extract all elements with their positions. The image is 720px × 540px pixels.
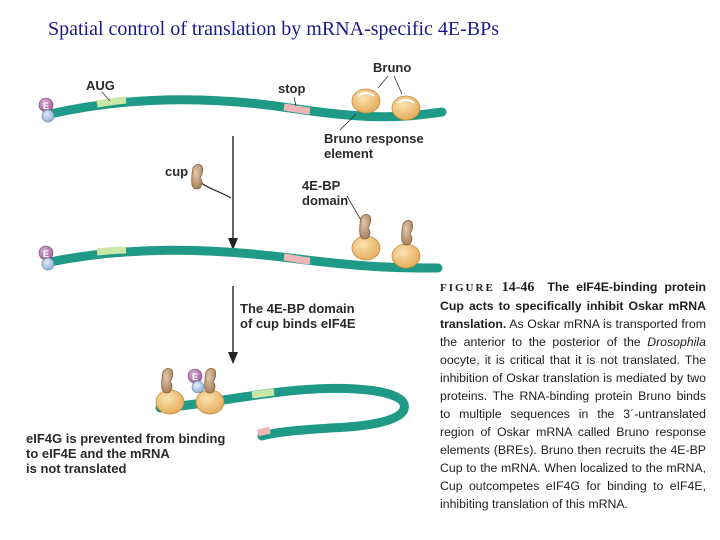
leader-stop (293, 96, 297, 107)
svg-text:E: E (43, 101, 49, 111)
cup-label: cup (165, 164, 189, 179)
figure-title: The eIF4E-binding protein Cup acts to sp… (440, 280, 707, 331)
aug-segment-3 (251, 388, 275, 399)
bruno-label: Bruno (373, 60, 412, 75)
cup-binds-label: The 4E-BP domain of cup binds eIF4E (240, 301, 356, 331)
aug-segment-1 (96, 96, 127, 108)
bruno-response-element-label: Bruno response element (324, 131, 424, 161)
aug-segment-2 (96, 246, 127, 256)
cup-protein-icon (204, 368, 217, 394)
cup-protein-icon (401, 220, 414, 246)
bruno-protein-icon (391, 243, 421, 269)
cap-icon (41, 109, 55, 123)
caption-text: As Oskar mRNA is transported from the an… (440, 317, 706, 349)
mrna-strand-3 (155, 383, 409, 441)
caption-italic: Drosophila (647, 335, 706, 349)
stop-label: stop (278, 81, 306, 96)
figure-word: FIGURE (440, 282, 495, 294)
stop-segment-1 (283, 103, 311, 115)
bruno-protein-icon (195, 389, 225, 415)
svg-text:E: E (43, 249, 49, 259)
aug-label: AUG (86, 78, 115, 93)
figure-number: 14-46 (501, 280, 535, 295)
leader-bre (339, 113, 357, 131)
page-title: Spatial control of translation by mRNA-s… (48, 18, 500, 40)
cap-icon (41, 257, 55, 271)
fourebp-domain-label: 4E-BP domain (302, 178, 349, 208)
bruno-protein-icon (155, 389, 185, 415)
leader-4ebp (346, 195, 363, 223)
caption-text: oocyte, it is critical that it is not tr… (440, 353, 706, 511)
leader-aug (101, 91, 111, 102)
cap-icon (191, 380, 205, 394)
cup-protein-icon (191, 164, 204, 190)
bruno-protein-icon (351, 235, 381, 261)
stop-segment-2 (283, 253, 311, 265)
svg-text:E: E (192, 372, 198, 382)
cup-protein-icon (161, 368, 174, 394)
figure-caption: FIGURE 14-46 The eIF4E-binding protein C… (440, 278, 706, 513)
leader-bruno (393, 75, 403, 95)
stop-segment-3 (257, 426, 271, 437)
eif4g-prevented-label: eIF4G is prevented from binding to eIF4E… (26, 431, 226, 476)
bruno-protein-icon (351, 88, 381, 114)
bruno-protein-icon (391, 95, 421, 121)
leader-bruno (377, 75, 389, 89)
cup-protein-icon (359, 214, 372, 240)
cup-curved-arrow (199, 181, 232, 199)
